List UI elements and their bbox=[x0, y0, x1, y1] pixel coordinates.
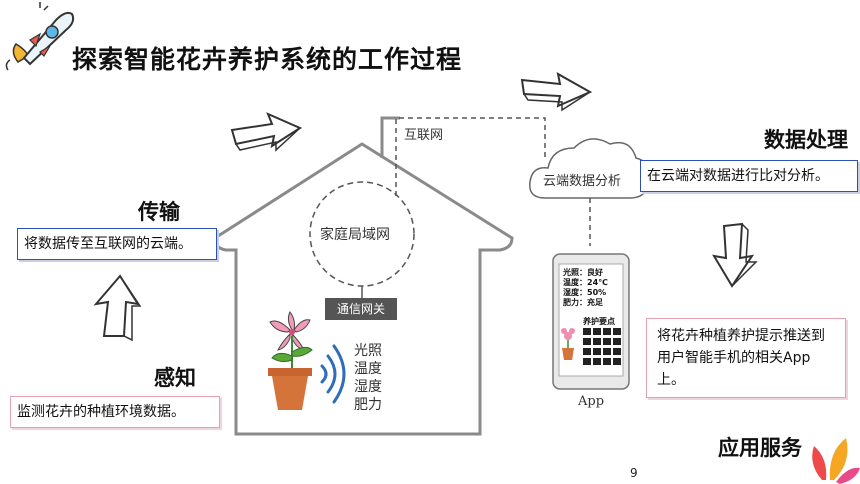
home-network-label: 家庭局域网 bbox=[320, 227, 390, 243]
rocket-icon bbox=[5, 2, 75, 71]
internet-link bbox=[395, 117, 546, 196]
cloud-shape bbox=[529, 138, 650, 199]
sensor-item: 肥力 bbox=[354, 397, 382, 413]
sensor-item: 湿度 bbox=[354, 379, 382, 395]
transmit-description: 将数据传至互联网的云端。 bbox=[17, 228, 217, 260]
service-heading: 应用服务 bbox=[718, 436, 802, 460]
cloud-label: 云端数据分析 bbox=[543, 174, 622, 189]
process-description: 在云端对数据进行比对分析。 bbox=[640, 160, 858, 192]
transmit-heading: 传输 bbox=[138, 200, 180, 224]
sensor-list: 光照 温度 湿度 肥力 bbox=[354, 342, 382, 414]
process-heading: 数据处理 bbox=[764, 128, 848, 152]
service-description: 将花卉种植养护提示推送到用户智能手机的相关App上。 bbox=[646, 318, 846, 398]
phone-reading-row: 温度：24℃ bbox=[563, 278, 608, 287]
arrow-up-icon bbox=[93, 274, 142, 342]
page-title: 探索智能花卉养护系统的工作过程 bbox=[72, 45, 463, 74]
app-label: App bbox=[578, 394, 605, 409]
sensor-item: 温度 bbox=[354, 361, 382, 377]
phone-reading-row: 肥力：充足 bbox=[563, 298, 603, 307]
phone-reading-row: 光照：良好 bbox=[563, 268, 603, 277]
arrow-down-icon bbox=[712, 222, 758, 288]
flower-pot-icon bbox=[268, 311, 313, 410]
petals-logo-icon bbox=[812, 438, 860, 484]
wifi-icon bbox=[320, 344, 346, 404]
sense-heading: 感知 bbox=[154, 366, 196, 390]
phone-readings: 光照：良好 温度：24℃ 湿度：50% 肥力：充足 bbox=[563, 268, 608, 308]
arrow-right-icon bbox=[230, 112, 303, 152]
phone-reading-row: 湿度：50% bbox=[563, 288, 607, 297]
phone-tips-grid bbox=[583, 328, 621, 365]
internet-label: 互联网 bbox=[404, 128, 444, 143]
gateway-box: 通信网关 bbox=[325, 298, 397, 320]
phone-flower-icon bbox=[561, 328, 575, 360]
arrow-right-top-icon bbox=[520, 72, 593, 112]
page-number: 9 bbox=[630, 466, 638, 480]
phone-tips-label: 养护要点 bbox=[583, 317, 615, 326]
sensor-item: 光照 bbox=[354, 343, 382, 359]
sense-description: 监测花卉的种植环境数据。 bbox=[10, 396, 220, 428]
